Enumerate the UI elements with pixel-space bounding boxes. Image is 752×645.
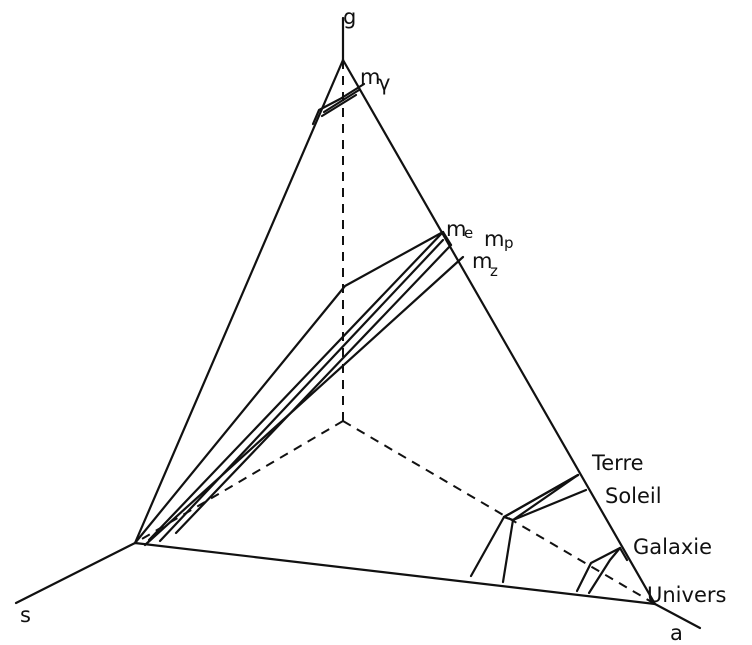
label-terre: Terre [591,451,644,475]
svg-text:p: p [504,234,514,252]
svg-text:e: e [464,224,473,242]
label-m-z: m z [472,249,498,280]
svg-text:m: m [446,217,466,241]
edge-g-s [133,58,345,545]
axis-a [653,602,702,630]
svg-text:m: m [472,249,492,273]
label-m-e: m e [446,217,473,242]
particle-band [133,230,465,547]
axis-s [14,541,137,605]
label-m-p: m p [484,227,514,252]
axis-label-g: g [343,5,356,29]
label-m-gamma: m γ [360,65,390,95]
m-gamma-region [311,82,366,126]
edge-g-a [341,58,657,606]
svg-text:m: m [484,227,504,251]
edge-s-a [133,541,657,606]
svg-text:z: z [490,262,498,280]
axis-label-s: s [20,603,31,627]
label-univers: Univers [647,583,726,607]
label-soleil: Soleil [605,484,662,508]
cosmic-region [575,546,629,595]
svg-text:m: m [360,65,380,89]
label-galaxie: Galaxie [633,535,712,559]
hidden-edge-a [342,420,656,605]
svg-text:γ: γ [378,71,390,95]
stellar-region [469,473,588,584]
axis-label-a: a [670,621,683,645]
